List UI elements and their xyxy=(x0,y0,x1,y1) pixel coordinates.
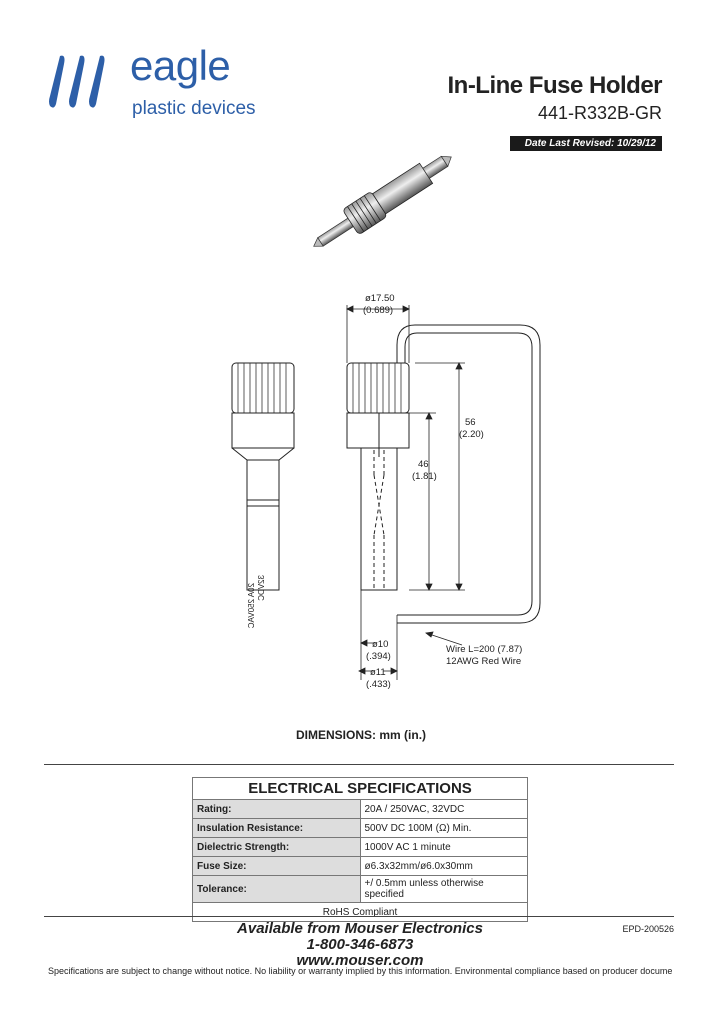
spec-label: Tolerance: xyxy=(192,875,361,903)
fuse-print-1: 20A 250VAC xyxy=(247,583,256,628)
spec-label: Rating: xyxy=(192,799,361,819)
dim-dia-11: ø11 xyxy=(370,667,386,678)
table-row: Dielectric Strength:1000V AC 1 minute xyxy=(192,837,528,857)
spec-value: 1000V AC 1 minute xyxy=(359,837,528,857)
front-view xyxy=(346,324,541,624)
logo-subtitle: plastic devices xyxy=(132,98,256,119)
technical-drawing: ø17.50 (0.689) 56 (2.20) 46 (1.81) ø10 (… xyxy=(231,293,541,690)
spec-heading: ELECTRICAL SPECIFICATIONS xyxy=(192,777,528,800)
table-row: Insulation Resistance:500V DC 100M (Ω) M… xyxy=(192,818,528,838)
page-title: In-Line Fuse Holder xyxy=(447,72,662,99)
wire-type-label: 12AWG Red Wire xyxy=(446,656,521,667)
product-image xyxy=(313,155,452,247)
dim-46-in: (1.81) xyxy=(412,471,437,482)
wire-length-label: Wire L=200 (7.87) xyxy=(446,644,522,655)
revised-label: Date Last Revised: xyxy=(524,138,615,149)
disclaimer: Specifications are subject to change wit… xyxy=(48,966,672,976)
dim-46: 46 xyxy=(418,459,429,470)
dim-56: 56 xyxy=(465,417,476,428)
side-view xyxy=(231,362,295,591)
revised-badge: Date Last Revised: 10/29/12 xyxy=(510,136,662,151)
epd-code: EPD-200526 xyxy=(622,924,674,934)
phone-number: 1-800-346-6873 xyxy=(306,936,414,953)
spec-table: ELECTRICAL SPECIFICATIONS Rating:20A / 2… xyxy=(192,777,528,922)
website-link[interactable]: www.mouser.com xyxy=(296,952,424,969)
dimensions xyxy=(346,305,465,680)
dim-dia-11-in: (.433) xyxy=(366,679,391,690)
spec-label: Dielectric Strength: xyxy=(192,837,361,857)
revised-date: 10/29/12 xyxy=(617,138,656,149)
spec-label: Fuse Size: xyxy=(192,856,361,876)
part-number: 441-R332B-GR xyxy=(537,103,662,123)
dim-56-in: (2.20) xyxy=(459,429,484,440)
divider-bottom xyxy=(44,916,674,917)
table-row: Fuse Size:ø6.3x32mm/ø6.0x30mm xyxy=(192,856,528,876)
dim-dia-10-in: (.394) xyxy=(366,651,391,662)
dimensions-bold: DIMENSIONS: xyxy=(296,728,377,742)
table-row: Rating:20A / 250VAC, 32VDC xyxy=(192,799,528,819)
dim-outer-dia: ø17.50 xyxy=(365,293,395,304)
dimensions-unit: mm (in.) xyxy=(379,728,427,742)
divider-top xyxy=(44,764,674,765)
spec-value: 20A / 250VAC, 32VDC xyxy=(359,799,528,819)
rohs-note: RoHS Compliant xyxy=(192,902,528,922)
fuse-print-2: 32VDC xyxy=(257,575,266,601)
logo: eagle plastic devices xyxy=(48,42,268,126)
spec-label: Insulation Resistance: xyxy=(192,818,361,838)
logo-word: eagle xyxy=(130,42,231,89)
spec-value: ø6.3x32mm/ø6.0x30mm xyxy=(359,856,528,876)
table-row: Tolerance:+/ 0.5mm unless otherwise spec… xyxy=(192,875,528,903)
dim-dia-10: ø10 xyxy=(372,639,388,650)
spec-value: +/ 0.5mm unless otherwise specified xyxy=(359,875,528,903)
dim-outer-dia-in: (0.689) xyxy=(363,305,393,316)
available-from: Available from Mouser Electronics xyxy=(237,920,483,937)
dimensions-caption: DIMENSIONS: mm (in.) xyxy=(296,728,426,742)
spec-value: 500V DC 100M (Ω) Min. xyxy=(359,818,528,838)
logo-stripes-icon xyxy=(49,55,105,108)
